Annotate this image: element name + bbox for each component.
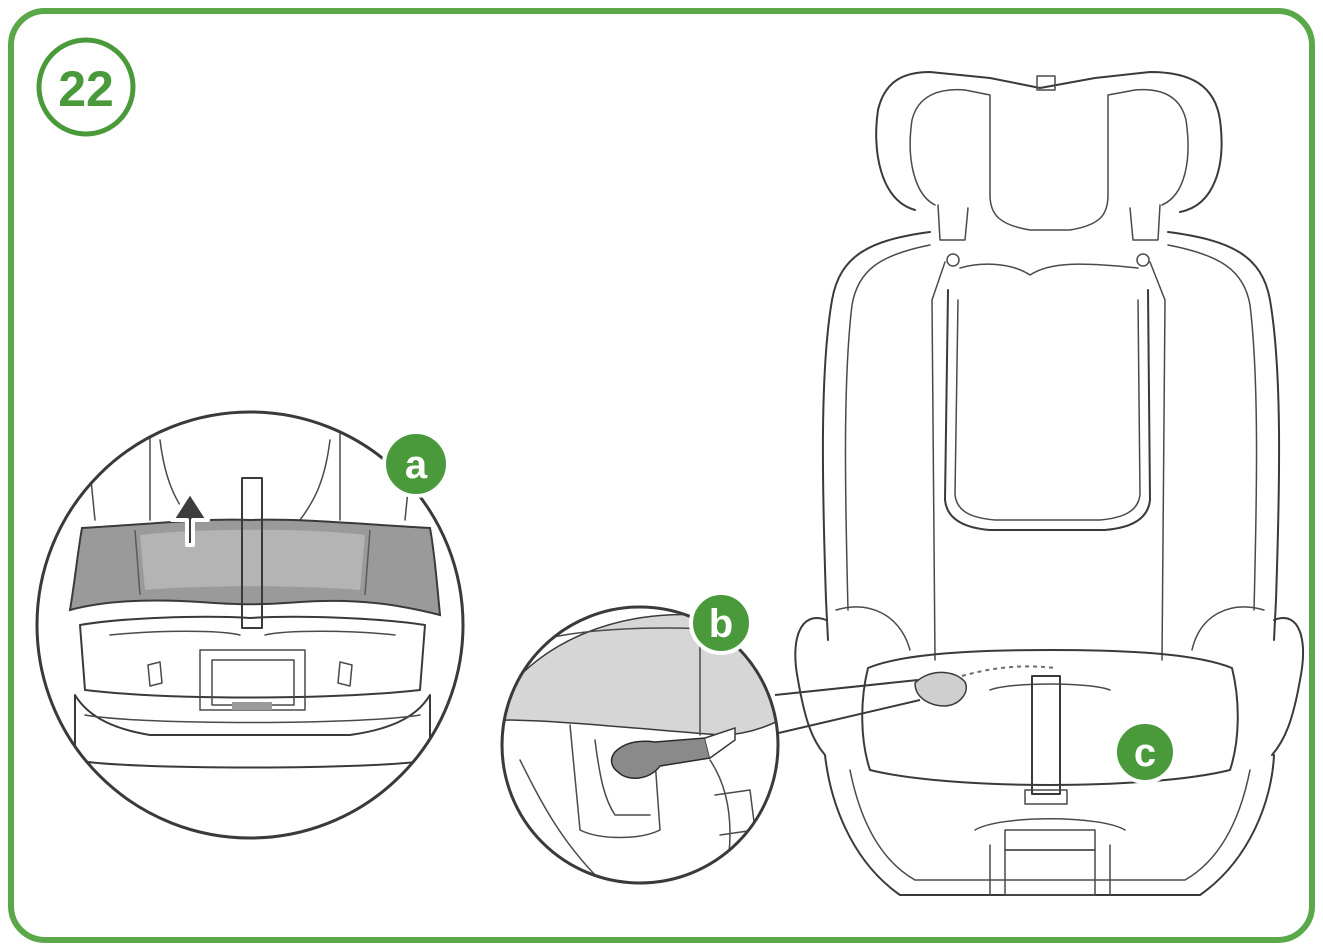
belt-guide xyxy=(914,671,967,707)
headrest xyxy=(875,71,1223,213)
seat-base xyxy=(824,754,1275,896)
label-badge-a: a xyxy=(382,430,450,498)
detail-view-b-border xyxy=(500,605,780,885)
back-cushion xyxy=(944,289,1151,531)
belt-strap xyxy=(610,737,711,779)
detail-view-a xyxy=(35,410,465,840)
label-b: b xyxy=(709,602,733,646)
label-c: c xyxy=(1134,731,1156,775)
step-number-badge: 22 xyxy=(36,37,136,137)
seat-cushion xyxy=(861,649,1239,786)
label-badge-b: b xyxy=(689,591,753,655)
panel-frame xyxy=(8,8,1315,943)
step-number: 22 xyxy=(58,61,114,117)
arrow-up-icon xyxy=(170,490,210,547)
label-a: a xyxy=(405,443,428,487)
crotch-strap xyxy=(1031,675,1061,795)
label-badge-c: c xyxy=(1113,720,1177,784)
car-seat-illustration xyxy=(794,71,1304,896)
zoom-connector xyxy=(774,679,919,696)
detail-view-a-border xyxy=(35,410,465,840)
seat-back xyxy=(821,231,931,641)
